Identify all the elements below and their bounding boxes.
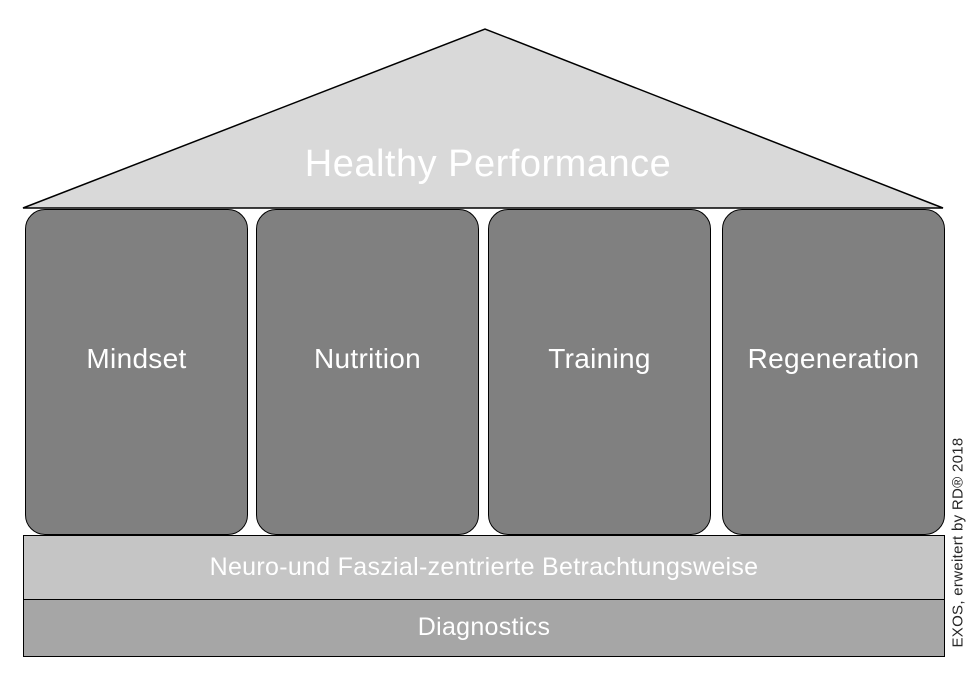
- foundation-label-diagnostics: Diagnostics: [417, 613, 551, 641]
- foundation-bar-diagnostics: Diagnostics: [23, 598, 945, 657]
- pillar-label-nutrition: Nutrition: [314, 343, 421, 374]
- pillar-mindset: Mindset: [25, 209, 248, 535]
- pillar-regeneration: Regeneration: [722, 209, 945, 535]
- pillar-training: Training: [488, 209, 711, 535]
- attribution-text: EXOS, erweitert by RD® 2018: [949, 437, 967, 648]
- pillar-label-mindset: Mindset: [86, 343, 187, 374]
- pillar-label-training: Training: [548, 343, 651, 374]
- roof-label: Healthy Performance: [304, 143, 672, 185]
- pillar-nutrition: Nutrition: [256, 209, 479, 535]
- roof-shape: [22, 28, 944, 209]
- roof-triangle: [22, 28, 944, 209]
- pillar-label-regeneration: Regeneration: [747, 343, 920, 374]
- foundation-label-neuro-faszial: Neuro-und Faszial-zentrierte Betrachtung…: [209, 553, 759, 581]
- foundation-bar-neuro-faszial: Neuro-und Faszial-zentrierte Betrachtung…: [23, 535, 945, 600]
